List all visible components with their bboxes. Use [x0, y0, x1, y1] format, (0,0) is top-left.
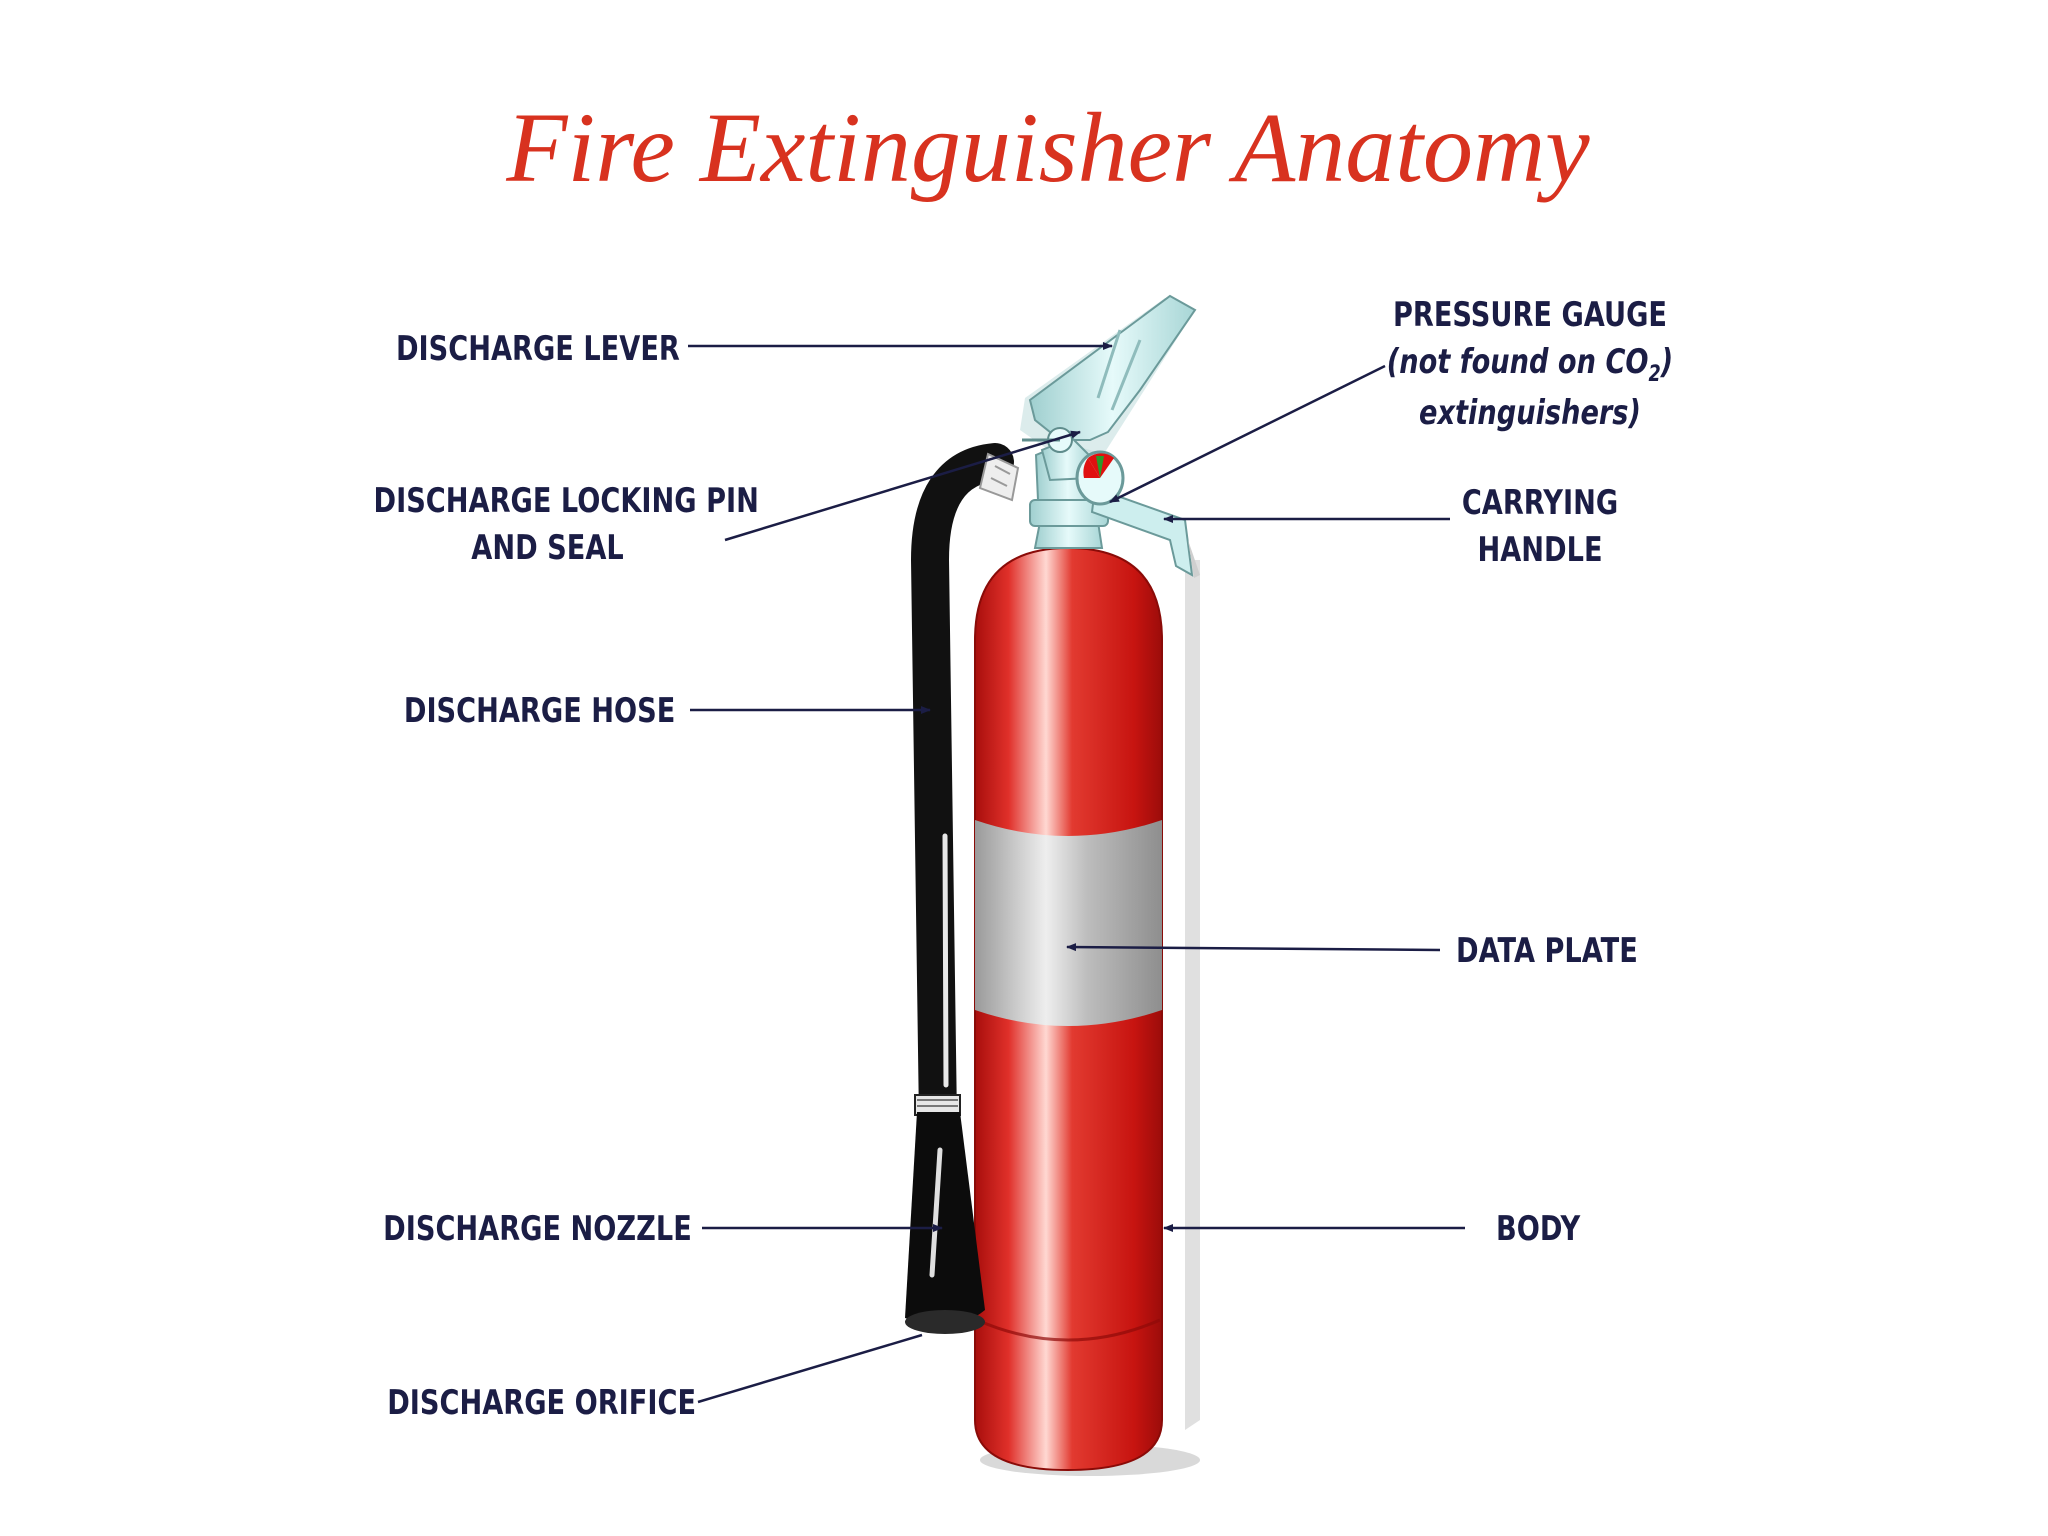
leader-data-plate	[1066, 943, 1441, 952]
label-pressure-gauge-line1: PRESSURE GAUGE	[1392, 295, 1668, 335]
discharge-hose	[910, 443, 1020, 1139]
label-pressure-gauge-line2-text: (not found on CO	[1386, 341, 1649, 382]
label-pressure-gauge-line2: (not found on CO2)	[1386, 341, 1674, 387]
label-data-plate: DATA PLATE	[1456, 931, 1638, 971]
discharge-nozzle	[905, 1112, 985, 1334]
leader-lines	[688, 342, 1465, 1404]
label-discharge-lever: DISCHARGE LEVER	[396, 329, 680, 369]
label-carrying-handle-line1: CARRYING	[1461, 483, 1619, 523]
label-pressure-gauge-subscript: 2	[1648, 361, 1661, 387]
label-carrying-handle: CARRYING HANDLE	[1444, 480, 1636, 574]
label-locking-pin-line2: AND SEAL	[471, 527, 624, 568]
leader-discharge-orifice	[697, 1333, 923, 1404]
label-discharge-orifice: DISCHARGE ORIFICE	[387, 1383, 696, 1423]
label-pressure-gauge: PRESSURE GAUGE (not found on CO2) exting…	[1386, 292, 1674, 437]
label-carrying-handle-line2: HANDLE	[1477, 529, 1603, 570]
pressure-gauge	[1075, 450, 1125, 506]
label-discharge-hose: DISCHARGE HOSE	[403, 691, 675, 731]
label-pressure-gauge-line3: extinguishers)	[1419, 393, 1641, 434]
leader-pressure-gauge	[1109, 364, 1386, 504]
label-discharge-nozzle: DISCHARGE NOZZLE	[383, 1209, 692, 1249]
label-discharge-locking-pin: DISCHARGE LOCKING PIN AND SEAL	[373, 478, 759, 572]
label-body: BODY	[1496, 1209, 1581, 1249]
leader-locking-pin	[724, 430, 1081, 542]
page-title: Fire Extinguisher Anatomy	[506, 92, 1590, 203]
label-locking-pin-line1: DISCHARGE LOCKING PIN	[373, 481, 759, 521]
data-plate-band	[975, 820, 1162, 1026]
